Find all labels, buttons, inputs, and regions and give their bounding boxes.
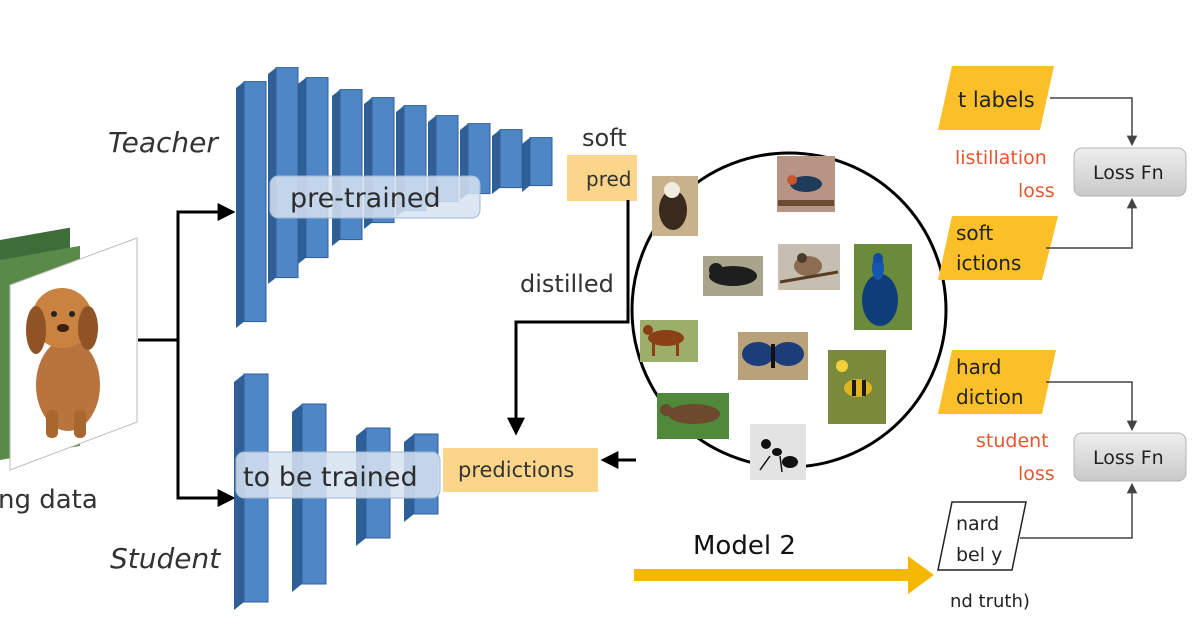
to-be-trained-badge (235, 451, 441, 499)
hard-prediction-line1: hard (956, 355, 1002, 379)
soft-predictions-right-box (938, 216, 1058, 280)
pretrained-label: pre-trained (290, 183, 441, 214)
distilled-label: distilled (520, 270, 614, 298)
student-loss-line1: student (976, 430, 1049, 452)
bird-thumbnail-2 (778, 244, 840, 290)
hard-prediction-connector (1046, 381, 1138, 432)
teacher-layer-10 (522, 137, 553, 192)
peacock-thumbnail (854, 244, 912, 330)
training-data-stack (0, 227, 138, 471)
training-data-label: ng data (0, 485, 98, 515)
student-predictions-label: predictions (458, 458, 574, 482)
teacher-layer-4 (332, 89, 363, 246)
distillation-loss-line2: loss (1018, 180, 1055, 202)
data-branch-arrows (138, 203, 236, 507)
soft-labels-box (938, 66, 1054, 130)
model-2-arrow (634, 556, 934, 594)
hard-label-line2: bel y (956, 544, 1002, 566)
loss-fn-bottom-label: Loss Fn (1093, 447, 1164, 469)
beetle-thumbnail (657, 393, 729, 439)
soft-predictions-connector (1046, 197, 1138, 249)
soft-predictions-box (567, 155, 637, 201)
soft-label: soft (582, 124, 627, 152)
puppy-icon (26, 288, 100, 438)
bird-thumbnail-1 (777, 156, 835, 212)
bee-thumbnail (828, 350, 886, 424)
teacher-layer-9 (492, 129, 523, 194)
loss-fn-top-label: Loss Fn (1093, 162, 1164, 184)
butterfly-thumbnail (738, 332, 808, 380)
student-predictions-box (443, 448, 598, 492)
soft-predictions-line2: ictions (956, 251, 1021, 275)
soft-labels-connector (1050, 97, 1138, 147)
student-loss-line2: loss (1018, 463, 1055, 485)
student-label: Student (110, 542, 221, 575)
hard-prediction-line2: diction (956, 385, 1024, 409)
pretrained-badge (269, 175, 481, 219)
image-thumbnails (640, 156, 912, 480)
soft-predictions-partial: pred (586, 167, 631, 191)
horse-thumbnail (640, 320, 698, 362)
soft-predictions-line1: soft (956, 221, 993, 245)
soft-labels-text: t labels (958, 88, 1035, 112)
to-be-trained-label: to be trained (243, 462, 418, 493)
distilled-arrow (507, 200, 630, 436)
dog-thumbnail-1 (652, 176, 698, 236)
model-2-label: Model 2 (693, 531, 796, 561)
hard-prediction-box (938, 350, 1056, 414)
hard-label-box (937, 501, 1027, 571)
teacher-layer-3 (298, 77, 329, 264)
loss-fn-top-box (1073, 147, 1187, 197)
loss-fn-bottom-box (1073, 432, 1187, 482)
hard-label-connector (1020, 482, 1138, 539)
teacher-label: Teacher (108, 126, 219, 159)
distillation-loss-line1: listillation (955, 147, 1047, 169)
teacher-layer-1 (236, 81, 267, 328)
dog-thumbnail-2 (703, 256, 763, 296)
ant-thumbnail (750, 424, 806, 480)
ground-truth-label: nd truth) (950, 591, 1030, 612)
hard-label-line1: nard (956, 513, 999, 535)
